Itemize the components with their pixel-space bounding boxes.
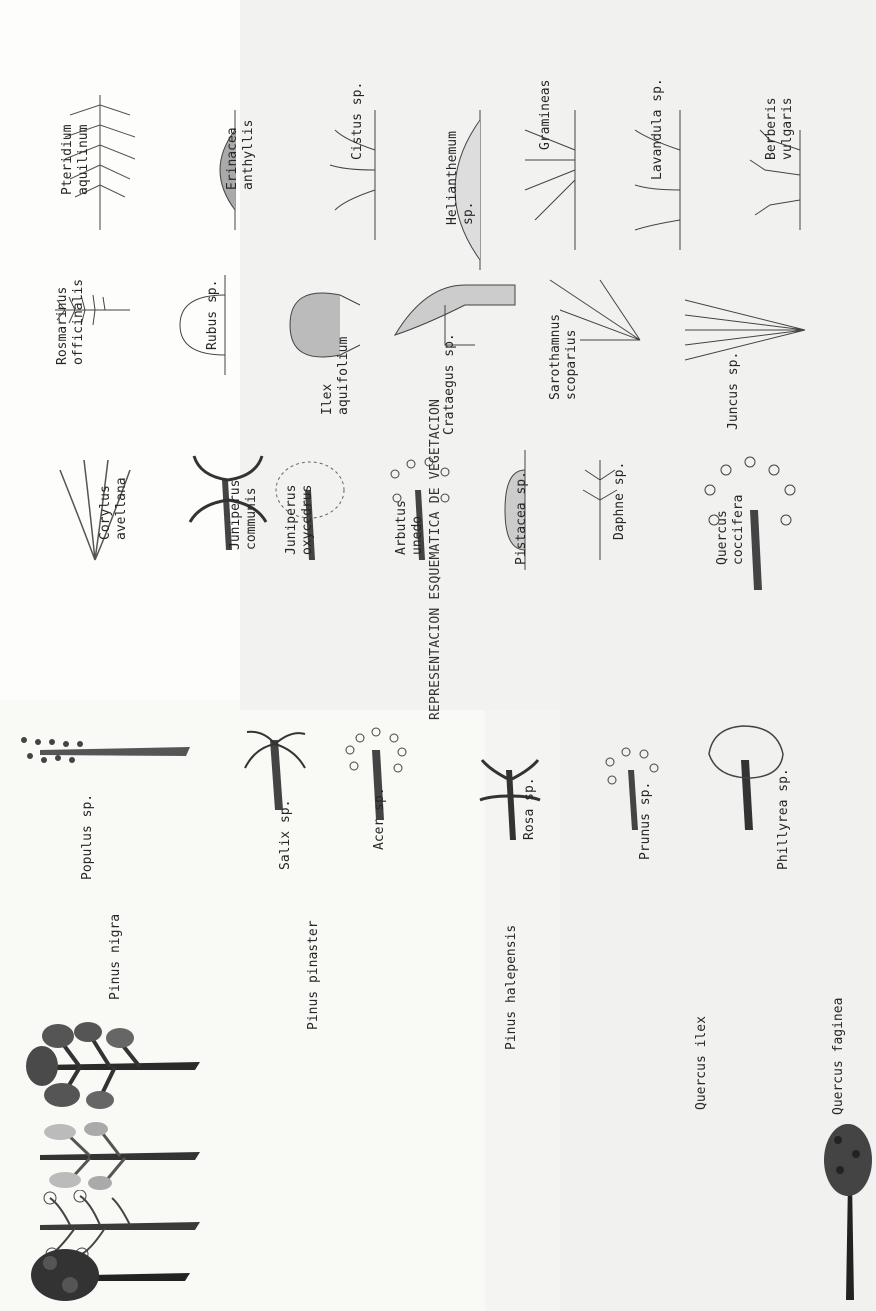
quercus-ilex-tree-icon bbox=[20, 1245, 190, 1305]
species-label: Rosa sp. bbox=[522, 777, 538, 840]
species-label: Arbutus unedo bbox=[394, 500, 426, 555]
species-label: Pinus pinaster bbox=[306, 920, 322, 1030]
species-label: Quercus ilex bbox=[694, 1016, 710, 1110]
species-label: Pteridium aquilinum bbox=[60, 125, 92, 195]
species-label: Ilex aquifolium bbox=[320, 337, 352, 415]
species-label: Sarothamnus scoparius bbox=[548, 314, 580, 400]
quercus-faginea-tree-icon bbox=[820, 1120, 876, 1300]
pinus-pinaster-tree-icon bbox=[20, 1120, 200, 1190]
quercus-coccifera-icon bbox=[690, 450, 810, 590]
species-label: Pinus halepensis bbox=[504, 925, 520, 1050]
species-label: Crataegus sp. bbox=[442, 333, 458, 435]
species-label: Prunus sp. bbox=[638, 782, 654, 860]
species-label: Salix sp. bbox=[278, 800, 294, 870]
species-label: Rubus sp. bbox=[205, 280, 221, 350]
species-label: Populus sp. bbox=[80, 794, 96, 880]
species-label: Gramineas bbox=[538, 80, 554, 150]
species-label: Cistus sp. bbox=[350, 82, 366, 160]
species-label: Corylus avellana bbox=[98, 477, 130, 540]
juncus-rush-icon bbox=[680, 290, 810, 370]
populus-tree-icon bbox=[10, 720, 190, 780]
rosa-shrub-icon bbox=[470, 740, 550, 840]
prunus-tree-icon bbox=[590, 740, 670, 830]
species-label: Daphne sp. bbox=[612, 462, 628, 540]
species-label: Juniperus communis bbox=[228, 480, 260, 550]
species-label: Phillyrea sp. bbox=[776, 768, 792, 870]
paper-panel bbox=[560, 0, 876, 1311]
gramineas-grass-icon bbox=[515, 110, 605, 250]
species-label: Pinus nigra bbox=[108, 914, 124, 1000]
species-label: Pistacea sp. bbox=[514, 471, 530, 565]
species-label: Juncus sp. bbox=[726, 352, 742, 430]
species-label: Juniperus oxycedrus bbox=[284, 485, 316, 555]
species-label: Quercus coccifera bbox=[715, 495, 747, 565]
species-label: Lavandula sp. bbox=[650, 78, 666, 180]
pinus-nigra-tree-icon bbox=[20, 1020, 200, 1110]
species-label: Erinacea anthyllis bbox=[225, 120, 257, 190]
species-label: Rosmarinus officinalis bbox=[55, 279, 87, 365]
species-label: Berberis vulgaris bbox=[764, 97, 796, 160]
species-label: Helianthemum sp. bbox=[445, 131, 477, 225]
species-label: Acer sp. bbox=[372, 787, 388, 850]
salix-tree-icon bbox=[235, 720, 315, 810]
species-label: Quercus faginea bbox=[831, 998, 847, 1115]
